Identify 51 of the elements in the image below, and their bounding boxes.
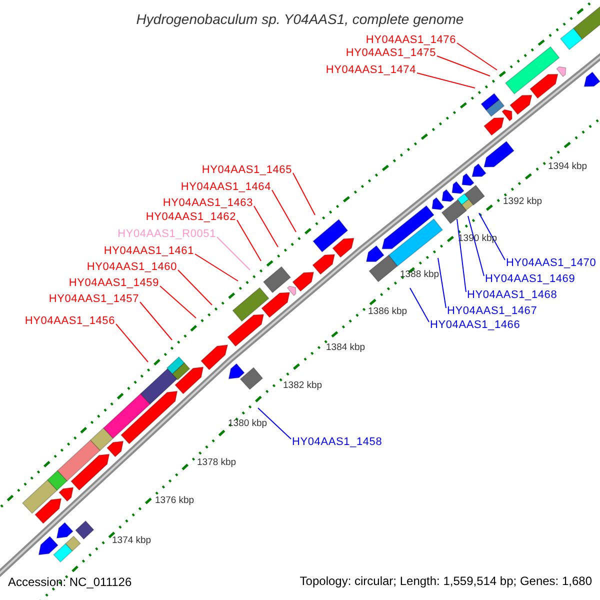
gene-label: HY04AAS1_1465 [202, 163, 292, 177]
gene-label: HY04AAS1_1476 [366, 33, 456, 47]
leader-line [410, 288, 430, 322]
leader-line [272, 190, 296, 232]
gene-label: HY04AAS1_1475 [346, 46, 436, 60]
gene-label: HY04AAS1_1468 [467, 288, 558, 302]
leader-line [140, 302, 172, 340]
topology-text: Topology: circular; Length: 1,559,514 bp; Genes: 1,680 [300, 573, 592, 589]
tick-label: 1394 kbp [548, 160, 588, 174]
tick-label: 1382 kbp [283, 379, 322, 393]
gene-label: HY04AAS1_1461 [104, 244, 194, 258]
leader-line [216, 236, 250, 270]
tick-label: 1380 kbp [228, 417, 268, 431]
leader-line [438, 258, 446, 308]
gene-label: HY04AAS1_1467 [447, 304, 538, 318]
tick-label: 1374 kbp [112, 534, 152, 548]
gene-label: HY04AAS1_1469 [485, 272, 576, 286]
gene-label: HY04AAS1_1457 [48, 292, 139, 306]
leader-line [456, 42, 498, 70]
leader-line [258, 408, 292, 440]
leader-line [478, 212, 506, 260]
tick-label: 1386 kbp [368, 305, 408, 319]
gene-label: HY04AAS1_1456 [24, 314, 115, 328]
accession-text: Accession: NC_011126 [8, 574, 132, 590]
gene-label: HY04AAS1_1462 [146, 210, 236, 224]
leader-line [254, 206, 278, 248]
tick-label: 1392 kbp [503, 195, 542, 209]
leader-line [194, 254, 238, 282]
tick-label: 1376 kbp [155, 494, 194, 508]
leader-line [468, 216, 484, 276]
tick-label: 1378 kbp [197, 456, 236, 470]
leader-line [178, 270, 212, 306]
leader-line [436, 56, 490, 76]
leader-line [116, 324, 148, 362]
leader-line [416, 72, 476, 88]
gene-label: HY04AAS1_1460 [86, 260, 177, 274]
tick-label: 1388 kbp [400, 268, 440, 282]
leader-line [292, 172, 316, 216]
tick-label: 1384 kbp [326, 341, 366, 355]
gene-label: HY04AAS1_1474 [326, 63, 416, 77]
gene-label: HY04AAS1_R0051 [118, 227, 216, 241]
gene-label: HY04AAS1_1463 [162, 196, 253, 210]
gene-label: HY04AAS1_1470 [506, 256, 596, 270]
gene-label: HY04AAS1_1458 [292, 435, 382, 449]
gene-label: HY04AAS1_1464 [180, 180, 271, 194]
gene-label: HY04AAS1_1459 [68, 276, 159, 290]
gene-label: HY04AAS1_1466 [430, 318, 520, 332]
title: Hydrogenobaculum sp. Y04AAS1, complete genome [135, 10, 465, 29]
leader-line [236, 220, 262, 262]
leader-line [160, 286, 196, 318]
leader-line [456, 218, 466, 292]
